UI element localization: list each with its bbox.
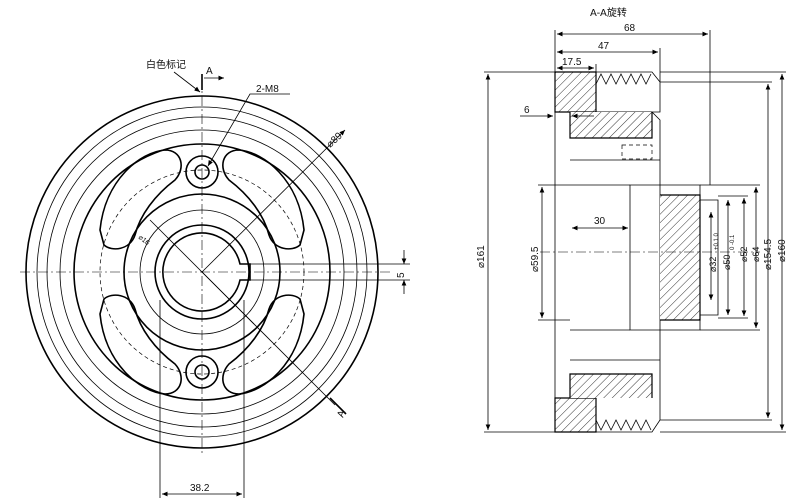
bottom-bearing-section (569, 373, 653, 398)
section-view: A-A旋转 68 47 17.5 6 (476, 6, 788, 433)
dim-d52: ⌀52 (739, 247, 749, 262)
pcd-leader (201, 129, 346, 273)
bore-with-keyway (162, 232, 251, 312)
window-bottom-left (99, 294, 182, 395)
dim-d161: ⌀161 (476, 245, 487, 268)
section-path (201, 271, 336, 406)
bolt-label: 2-M8 (256, 84, 279, 95)
top-rim-section (554, 71, 597, 113)
dim-d50-tol: 0 -0.1 (730, 234, 736, 250)
dim-d59-5: ⌀59.5 (530, 246, 541, 272)
dim-6: 6 (524, 105, 530, 116)
dim-d32: ⌀32 (708, 257, 718, 272)
dim-d32-tol: +0.1 0 (714, 232, 720, 250)
window-top-right (222, 149, 305, 250)
section-cut-bottom (329, 397, 347, 415)
hub-body (629, 184, 719, 331)
section-title: A-A旋转 (590, 6, 627, 19)
top-rim-teeth-body (595, 71, 661, 113)
hub-label: ⌀16 (137, 234, 151, 247)
top-bearing-section (569, 112, 653, 139)
dim-47: 47 (598, 41, 610, 52)
bottom-teeth (595, 419, 652, 431)
dim-d160: ⌀160 (777, 239, 788, 262)
dim-d154-5: ⌀154.5 (763, 239, 774, 270)
keyway-label: 5 (396, 272, 407, 278)
width-label: 38.2 (190, 483, 210, 494)
window-bottom-right (222, 294, 305, 395)
dim-30: 30 (594, 216, 606, 227)
white-mark-label: 白色标记 (146, 58, 186, 71)
white-mark-leader (173, 71, 201, 93)
bolt-leader (207, 93, 290, 167)
hub-section (660, 194, 701, 321)
bolt-hole-hidden (621, 144, 653, 160)
dim-68: 68 (624, 23, 636, 34)
window-top-left (99, 149, 182, 250)
dim-d64: ⌀64 (751, 247, 761, 262)
section-mark-top: A (206, 66, 213, 77)
section-mark-bottom: A (335, 409, 348, 419)
front-view: A A 白色标记 2-M8 ⌀89 ⌀16 5 38.2 (20, 58, 410, 498)
dim-17-5: 17.5 (562, 57, 582, 68)
bottom-rim-section (554, 397, 597, 433)
dim-d50: ⌀50 (722, 255, 732, 270)
top-teeth (595, 73, 652, 85)
